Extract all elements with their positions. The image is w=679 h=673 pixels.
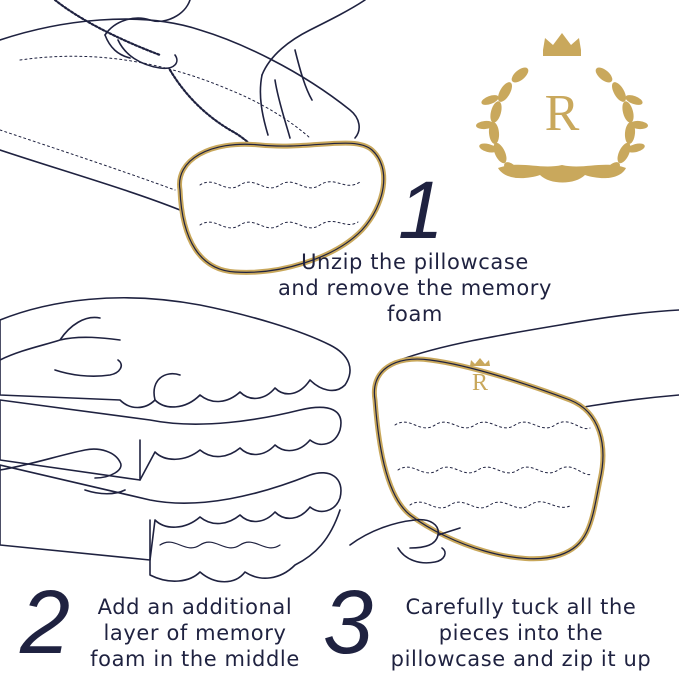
step-3-instructions: Carefully tuck all the pieces into the p… xyxy=(371,594,671,672)
step-3-line: pieces into the xyxy=(438,621,604,645)
step-1-line: foam xyxy=(387,302,443,326)
step-3-line: pillowcase and zip it up xyxy=(390,647,652,671)
step-1-line: and remove the memory xyxy=(277,276,553,300)
step-2-foam-layers-illustration xyxy=(0,296,351,583)
step-1-instructions: Unzip the pillowcase and remove the memo… xyxy=(250,249,580,327)
pillow-emblem-letter: R xyxy=(472,370,488,396)
step-1-line: Unzip the pillowcase xyxy=(301,250,529,274)
step-3-finished-pillow-illustration xyxy=(349,309,679,564)
step-1-pillow-illustration xyxy=(0,0,387,275)
logo-letter: R xyxy=(545,85,580,142)
step-3-line: Carefully tuck all the xyxy=(405,595,637,619)
step-2-line: Add an additional xyxy=(97,595,293,619)
step-2-instructions: Add an additional layer of memory foam i… xyxy=(80,594,310,672)
step-1-number: 1 xyxy=(398,165,444,256)
step-2-number: 2 xyxy=(20,573,70,673)
step-2-line: layer of memory xyxy=(103,621,287,645)
step-3-number: 3 xyxy=(323,573,373,673)
pillow-emblem: R xyxy=(470,358,490,396)
step-2-line: foam in the middle xyxy=(90,647,300,671)
crown-laurel-logo: R xyxy=(476,33,648,183)
